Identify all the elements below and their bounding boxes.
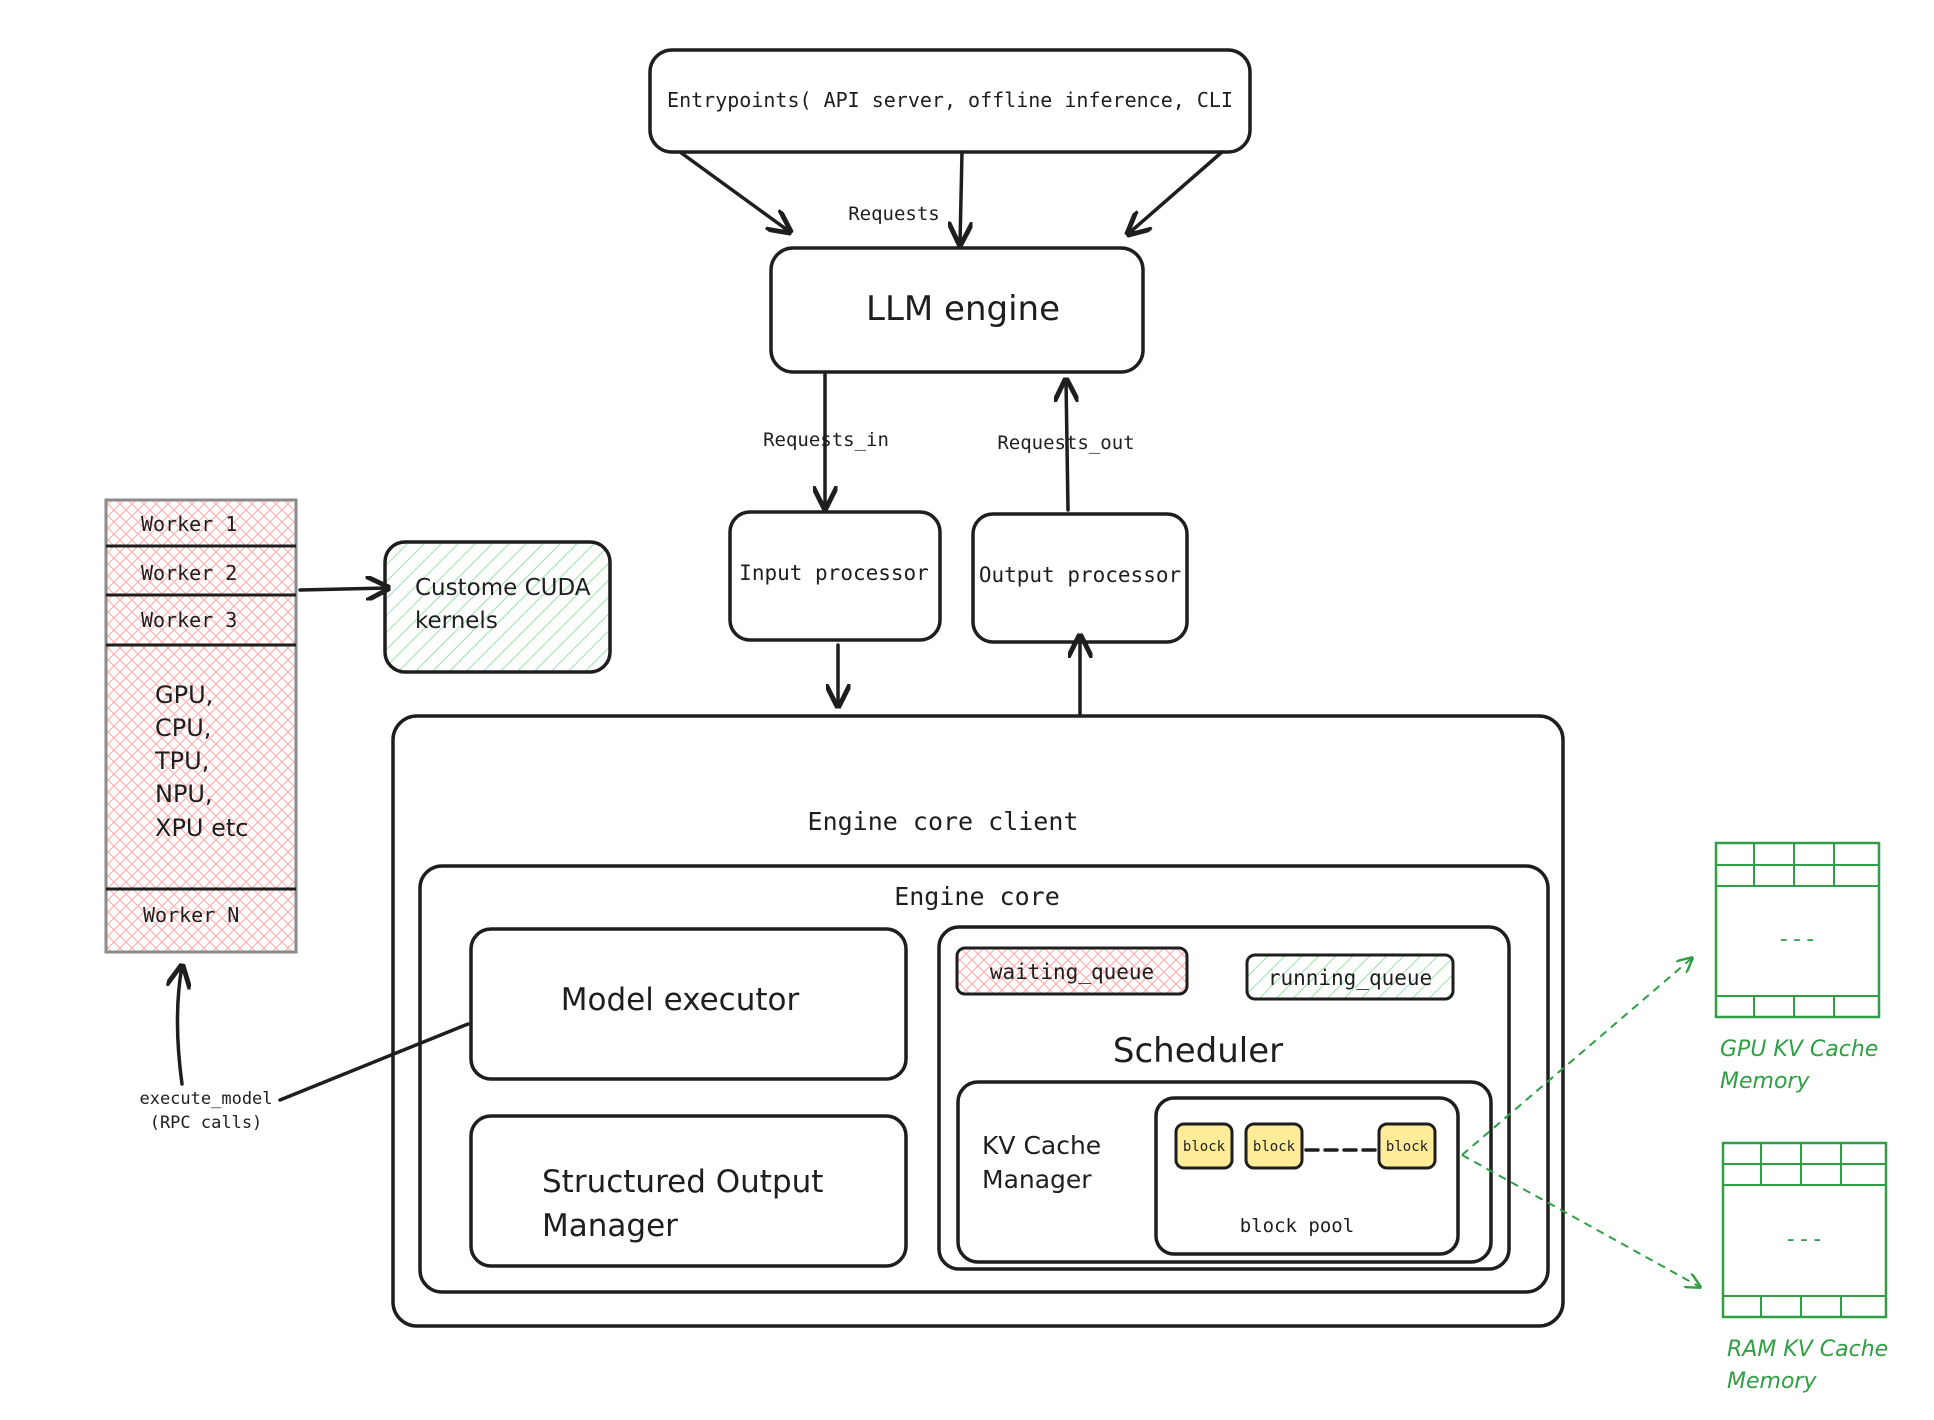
engine-core-label: Engine core <box>894 882 1060 911</box>
input-processor-node[interactable]: Input processor <box>728 510 942 642</box>
structured-output-manager-node[interactable]: Structured Output Manager <box>469 1114 908 1268</box>
worker-n-label: Worker N <box>143 903 239 927</box>
llm-engine-label: LLM engine <box>866 289 1060 329</box>
output-processor-label: Output processor <box>979 563 1181 587</box>
ram-kv-cache-memory-node[interactable]: --- RAM KV Cache Memory <box>1721 1141 1888 1394</box>
gpu-kv-line-2: Memory <box>1720 1069 1810 1094</box>
model-executor-label: Model executor <box>561 982 800 1018</box>
worker-1-label: Worker 1 <box>141 512 237 536</box>
worker-3-label: Worker 3 <box>141 608 237 632</box>
worker-2-label: Worker 2 <box>141 561 237 585</box>
ram-kv-line-1: RAM KV Cache <box>1727 1337 1888 1362</box>
edge-worker-to-cuda <box>298 588 388 590</box>
output-processor-node[interactable]: Output processor <box>971 512 1189 644</box>
input-processor-label: Input processor <box>739 561 929 585</box>
model-executor-node[interactable]: Model executor <box>469 927 908 1081</box>
edge-to-ram-kv <box>1461 1154 1700 1287</box>
kv-cache-manager-line-2: Manager <box>982 1165 1092 1194</box>
custom-cuda-line-1: Custome CUDA <box>415 575 591 601</box>
block-pool-node[interactable]: block block block block pool <box>1154 1096 1460 1256</box>
block-1: block <box>1174 1122 1234 1170</box>
device-cpu: CPU, <box>155 714 211 742</box>
running-queue-node[interactable]: running_queue <box>1245 953 1455 1001</box>
custom-cuda-kernels-node[interactable]: Custome CUDA kernels <box>383 540 612 674</box>
edge-entry-center <box>960 150 962 244</box>
gpu-kv-ellipsis: --- <box>1777 927 1817 952</box>
block-2-label: block <box>1253 1139 1296 1155</box>
waiting-queue-label: waiting_queue <box>990 960 1154 984</box>
workers-node[interactable]: Worker 1 Worker 2 Worker 3 GPU, CPU, TPU… <box>104 498 298 954</box>
edge-execute-model-up <box>178 966 183 1086</box>
block-3: block <box>1377 1122 1437 1170</box>
entrypoints-label: Entrypoints( API server, offline inferen… <box>667 88 1233 112</box>
gpu-kv-line-1: GPU KV Cache <box>1720 1037 1878 1062</box>
device-tpu: TPU, <box>154 747 209 775</box>
edge-requests-out <box>1066 380 1068 512</box>
custom-cuda-line-2: kernels <box>415 608 498 634</box>
block-pool-label: block pool <box>1240 1215 1354 1237</box>
llm-engine-node[interactable]: LLM engine <box>769 246 1145 374</box>
rpc-calls-label: (RPC calls) <box>150 1113 263 1133</box>
structured-output-line-1: Structured Output <box>542 1164 823 1200</box>
entrypoints-node[interactable]: Entrypoints( API server, offline inferen… <box>648 48 1252 154</box>
device-xpu: XPU etc <box>155 814 248 842</box>
requests-out-label: Requests_out <box>997 432 1134 454</box>
edge-entry-right <box>1128 150 1224 234</box>
requests-label: Requests <box>848 203 940 225</box>
requests-in-label: Requests_in <box>763 429 889 451</box>
edge-executor-to-label <box>278 1022 470 1102</box>
block-2: block <box>1244 1122 1304 1170</box>
ram-kv-line-2: Memory <box>1727 1369 1817 1394</box>
device-gpu: GPU, <box>155 681 213 709</box>
scheduler-label: Scheduler <box>1113 1031 1283 1071</box>
engine-core-client-label: Engine core client <box>808 807 1079 836</box>
gpu-kv-cache-memory-node[interactable]: --- GPU KV Cache Memory <box>1714 841 1881 1094</box>
edge-to-gpu-kv <box>1461 958 1692 1156</box>
device-npu: NPU, <box>155 780 213 808</box>
kv-cache-manager-line-1: KV Cache <box>982 1131 1101 1160</box>
edge-entry-left <box>678 150 790 232</box>
block-3-label: block <box>1386 1139 1429 1155</box>
waiting-queue-node[interactable]: waiting_queue <box>955 946 1189 996</box>
block-1-label: block <box>1183 1139 1226 1155</box>
structured-output-line-2: Manager <box>542 1208 678 1244</box>
ram-kv-ellipsis: --- <box>1784 1227 1824 1252</box>
execute-model-label: execute_model <box>139 1089 272 1109</box>
running-queue-label: running_queue <box>1268 966 1432 990</box>
